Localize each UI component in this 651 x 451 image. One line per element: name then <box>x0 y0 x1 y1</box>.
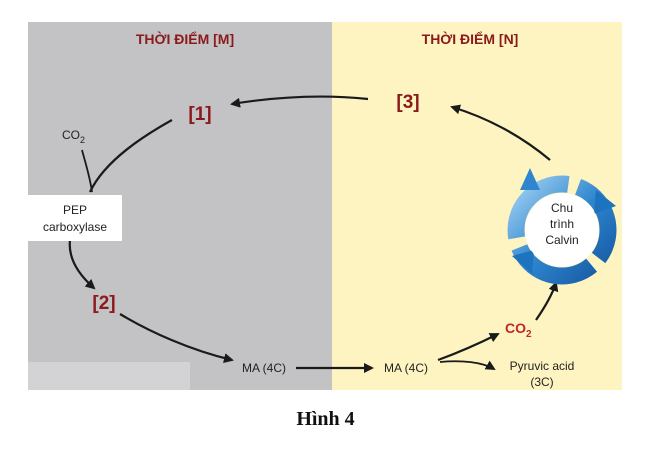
ma-right-label: MA (4C) <box>384 361 428 375</box>
left-panel-lower-strip <box>28 362 190 390</box>
arrow-calvin-to-3 <box>450 104 551 161</box>
co2-right-sub: 2 <box>526 329 532 340</box>
arrow-enzyme-to-2 <box>68 239 96 290</box>
co2-left-label: CO2 <box>62 128 85 145</box>
co2-right-label: CO2 <box>505 320 532 340</box>
calvin-label-line1: Chu <box>551 201 573 215</box>
step-1-label: [1] <box>188 104 211 125</box>
arrow-3-to-1 <box>230 95 369 108</box>
calvin-label-line2: trình <box>550 217 574 231</box>
calvin-cycle-icon <box>506 168 618 286</box>
ma-left-label: MA (4C) <box>242 361 286 375</box>
step-3-label: [3] <box>396 92 419 113</box>
co2-left-sub: 2 <box>80 135 85 145</box>
enzyme-label-line2: carboxylase <box>43 220 107 234</box>
arrow-2-to-ma <box>119 313 234 364</box>
arrow-co2-to-calvin <box>535 281 559 321</box>
figure-caption: Hình 4 <box>296 408 355 430</box>
arrow-1-to-enzyme <box>89 119 173 193</box>
calvin-label-line3: Calvin <box>545 233 578 247</box>
left-panel-title: THỜI ĐIỂM [M] <box>136 30 234 47</box>
co2-branch-line <box>81 149 93 193</box>
step-2-label: [2] <box>92 293 115 314</box>
arrow-ma-to-co2 <box>437 333 500 362</box>
co2-right-main: CO <box>505 320 526 336</box>
right-panel-title: THỜI ĐIỂM [N] <box>422 30 519 47</box>
enzyme-box <box>28 195 122 241</box>
arrow-ma-to-pyruvic <box>439 360 496 371</box>
pyruvic-label-line1: Pyruvic acid <box>510 359 575 373</box>
pyruvic-label-line2: (3C) <box>530 375 553 389</box>
co2-left-main: CO <box>62 128 80 142</box>
enzyme-label-line1: PEP <box>63 203 87 217</box>
